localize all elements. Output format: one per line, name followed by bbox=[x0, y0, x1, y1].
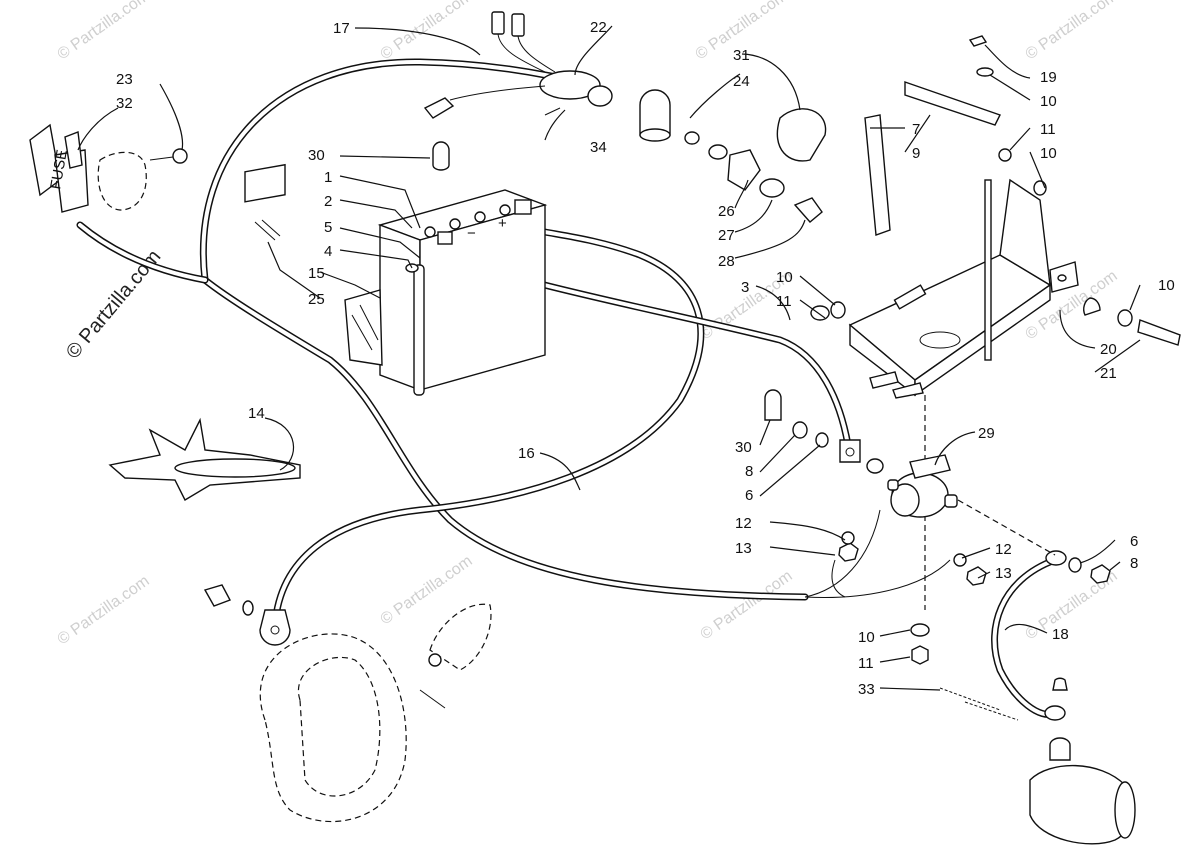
fuse-holder: FUSE bbox=[29, 123, 188, 213]
springs bbox=[939, 687, 1019, 721]
arctic-cat-logo bbox=[108, 417, 301, 501]
callout-27: 27 bbox=[718, 227, 735, 244]
watermark-text: © Partzilla.com bbox=[378, 553, 476, 629]
watermark-text: © Partzilla.com bbox=[55, 573, 153, 649]
callout-10: 10 bbox=[858, 629, 875, 646]
callout-32: 32 bbox=[116, 95, 133, 112]
terminal-cap bbox=[432, 141, 450, 171]
battery: − + bbox=[377, 189, 548, 396]
watermark-text: © Partzilla.com bbox=[55, 0, 153, 63]
callout-14: 14 bbox=[248, 405, 265, 422]
callout-15: 15 bbox=[308, 265, 325, 282]
cable-18 bbox=[991, 550, 1067, 721]
cable-3 bbox=[508, 271, 861, 463]
callout-19: 19 bbox=[1040, 69, 1057, 86]
callout-21: 21 bbox=[1100, 365, 1117, 382]
watermark-text: © Partzilla.com bbox=[1023, 0, 1121, 63]
callout-6: 6 bbox=[1130, 533, 1138, 550]
callout-5: 5 bbox=[324, 219, 332, 236]
wiring-harness bbox=[76, 58, 951, 601]
callout-labels: 1 2 3 4 5 6 6 7 8 8 9 10 10 10 10 10 11 … bbox=[116, 19, 1175, 698]
leader-lines bbox=[77, 25, 1141, 691]
callout-12: 12 bbox=[735, 515, 752, 532]
callout-10: 10 bbox=[1040, 93, 1057, 110]
callout-10: 10 bbox=[1158, 277, 1175, 294]
cable-16 bbox=[259, 228, 705, 646]
callout-13: 13 bbox=[995, 565, 1012, 582]
callout-33: 33 bbox=[858, 681, 875, 698]
callout-1: 1 bbox=[324, 169, 332, 186]
callout-12: 12 bbox=[995, 541, 1012, 558]
callout-26: 26 bbox=[718, 203, 735, 220]
callout-7: 7 bbox=[912, 121, 920, 138]
callout-18: 18 bbox=[1052, 626, 1069, 643]
callout-31: 31 bbox=[733, 47, 750, 64]
harness-connector bbox=[423, 11, 613, 119]
fuse-text: FUSE bbox=[47, 148, 71, 190]
callout-11: 11 bbox=[1040, 121, 1056, 138]
callout-3: 3 bbox=[741, 279, 749, 296]
starter-solenoid bbox=[764, 389, 1111, 665]
callout-16: 16 bbox=[518, 445, 535, 462]
callout-34: 34 bbox=[590, 139, 607, 156]
callout-24: 24 bbox=[733, 73, 750, 90]
callout-20: 20 bbox=[1100, 341, 1117, 358]
warning-decal bbox=[244, 163, 286, 241]
callout-23: 23 bbox=[116, 71, 133, 88]
watermark-text: © Partzilla.com bbox=[378, 0, 476, 63]
callout-10: 10 bbox=[1040, 145, 1057, 162]
callout-30: 30 bbox=[308, 147, 325, 164]
callout-29: 29 bbox=[978, 425, 995, 442]
ignition-switch bbox=[639, 89, 827, 223]
callout-11: 11 bbox=[858, 655, 874, 672]
callout-9: 9 bbox=[912, 145, 920, 162]
watermark-text: © Partzilla.com bbox=[698, 568, 796, 644]
callout-11: 11 bbox=[776, 293, 792, 310]
callout-28: 28 bbox=[718, 253, 735, 270]
callout-4: 4 bbox=[324, 243, 332, 260]
callout-13: 13 bbox=[735, 540, 752, 557]
callout-17: 17 bbox=[333, 20, 350, 37]
callout-2: 2 bbox=[324, 193, 332, 210]
callout-6: 6 bbox=[745, 487, 753, 504]
callout-25: 25 bbox=[308, 291, 325, 308]
battery-minus-sign: − bbox=[467, 225, 476, 242]
battery-tray bbox=[810, 35, 1181, 610]
starter-housing bbox=[203, 584, 492, 823]
callout-8: 8 bbox=[1130, 555, 1138, 572]
start-button bbox=[1029, 677, 1136, 845]
battery-plus-sign: + bbox=[498, 215, 507, 232]
callout-30: 30 bbox=[735, 439, 752, 456]
callout-22: 22 bbox=[590, 19, 607, 36]
callout-8: 8 bbox=[745, 463, 753, 480]
callout-10: 10 bbox=[776, 269, 793, 286]
battery-pad bbox=[344, 289, 383, 366]
